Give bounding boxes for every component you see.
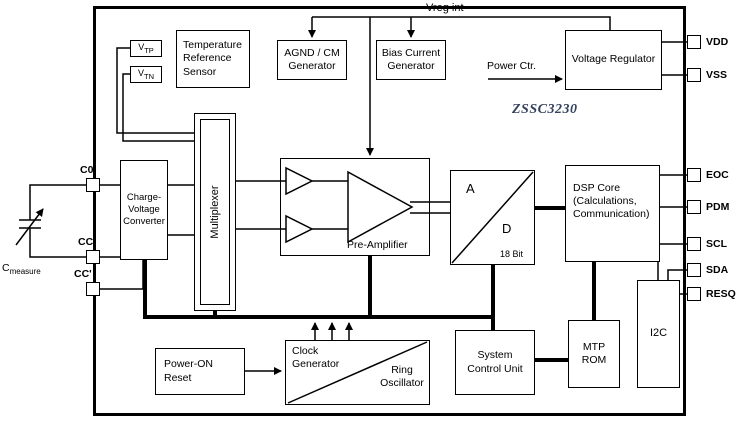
bias-current-generator-block: Bias Current Generator — [376, 40, 446, 80]
vreg-int-label: Vreg int — [426, 2, 464, 14]
agnd-cm-generator-block: AGND / CM Generator — [277, 40, 347, 80]
voltage-regulator-block: Voltage Regulator — [565, 30, 662, 90]
pin-label-scl: SCL — [706, 238, 727, 250]
pin-square-pdm — [687, 200, 701, 214]
voltage-regulator-label: Voltage Regulator — [571, 53, 656, 66]
charge-voltage-converter-block: Charge- Voltage Converter — [120, 160, 168, 260]
pin-square-c0 — [86, 178, 100, 192]
pin-label-vss: VSS — [706, 69, 728, 81]
pin-label-sda: SDA — [706, 264, 729, 276]
agnd-cm-generator-label: AGND / CM Generator — [284, 46, 340, 72]
pin-label-c0: C0 — [80, 164, 94, 176]
ring-oscillator-label: Ring Oscillator — [380, 364, 424, 389]
cmeasure-label: Cmeasure — [2, 249, 41, 276]
pin-label-eoc: EOC — [706, 169, 729, 181]
pin-square-resq — [687, 287, 701, 301]
charge-voltage-converter-label: Charge- Voltage Converter — [123, 192, 165, 227]
bias-current-generator-label: Bias Current Generator — [381, 46, 441, 72]
multiplexer-inner-box — [200, 119, 230, 305]
pin-square-ccp — [86, 282, 100, 296]
adc-d-label: D — [502, 221, 512, 236]
vtp-main: V — [138, 41, 145, 52]
pre-amplifier-label: Pre-Amplifier — [347, 239, 408, 251]
pin-label-resq: RESQ — [706, 288, 736, 300]
i2c-label: I2C — [649, 327, 668, 340]
cmeasure-main: C — [2, 261, 10, 274]
vtp-sub: TP — [144, 45, 154, 55]
pin-square-eoc — [687, 168, 701, 182]
cmeasure-sub: measure — [9, 266, 41, 276]
clock-generator-label: Clock Generator — [292, 345, 340, 370]
power-on-reset-label: Power-ON Reset — [164, 358, 214, 384]
pin-square-vdd — [687, 35, 701, 49]
i2c-block: I2C — [637, 280, 680, 388]
chip-name-label: ZSSC3230 — [512, 102, 578, 117]
system-control-unit-label: System Control Unit — [467, 349, 523, 375]
pin-label-ccp: CC' — [74, 268, 92, 280]
power-ctr-label: Power Ctr. — [487, 60, 537, 72]
pin-label-vdd: VDD — [706, 36, 729, 48]
vtn-label: VTN — [138, 68, 154, 81]
pin-square-vss — [687, 68, 701, 82]
mtp-rom-block: MTP ROM — [568, 320, 620, 388]
vtp-box: VTP — [130, 40, 162, 57]
system-control-unit-block: System Control Unit — [455, 330, 535, 395]
vtp-label: VTP — [138, 42, 154, 55]
dsp-core-block: DSP Core (Calculations, Communication) — [565, 165, 660, 262]
multiplexer-label: Multiplexer — [209, 185, 221, 239]
pin-square-sda — [687, 263, 701, 277]
adc-a-label: A — [466, 181, 475, 196]
vtn-box: VTN — [130, 66, 162, 83]
dsp-core-label: DSP Core (Calculations, Communication) — [573, 182, 650, 221]
temperature-reference-sensor-block: Temperature Reference Sensor — [176, 30, 250, 88]
mtp-rom-label: MTP ROM — [581, 340, 607, 366]
pin-square-cc — [86, 250, 100, 264]
pin-label-cc: CC — [78, 236, 94, 248]
pin-label-pdm: PDM — [706, 201, 730, 213]
adc-bits-label: 18 Bit — [500, 249, 524, 259]
pin-square-scl — [687, 237, 701, 251]
temperature-reference-sensor-label: Temperature Reference Sensor — [183, 39, 242, 78]
power-on-reset-block: Power-ON Reset — [155, 348, 245, 395]
vtn-sub: TN — [144, 71, 154, 81]
